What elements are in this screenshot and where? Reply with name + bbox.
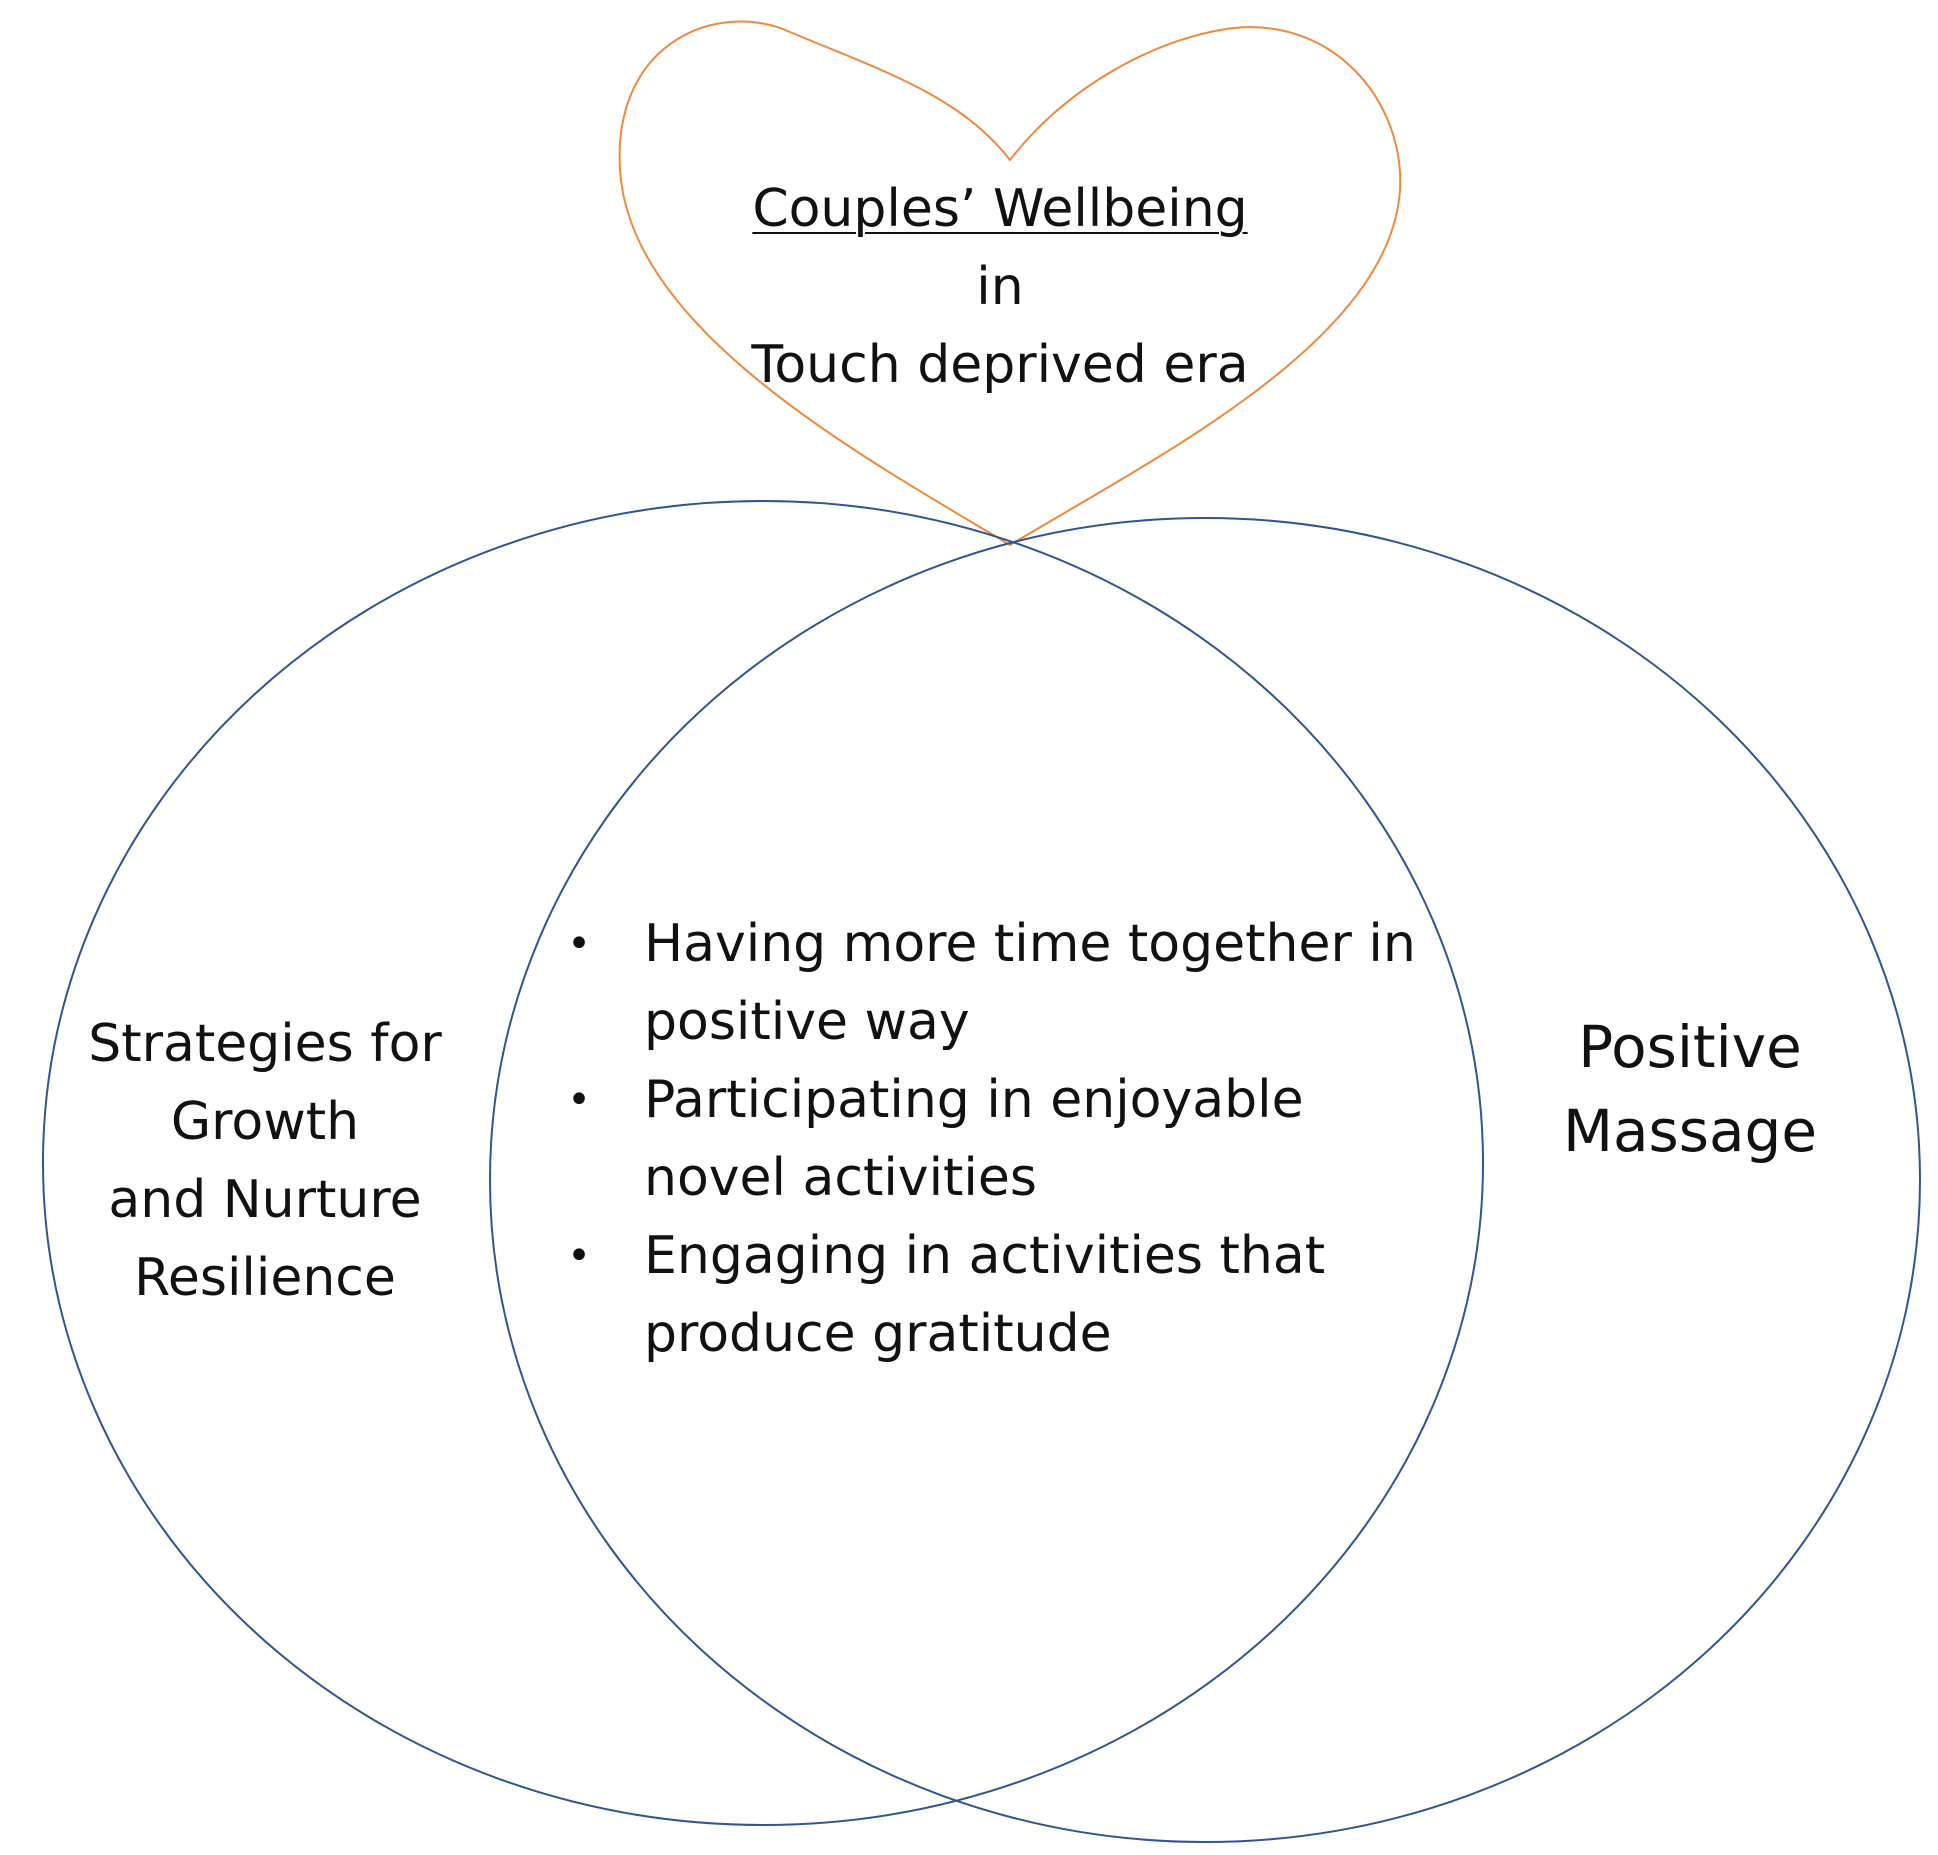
left-circle <box>42 500 1484 1826</box>
left-label-line-1: Strategies for <box>88 1014 442 1074</box>
left-label-line-3: and Nurture <box>108 1170 422 1230</box>
list-item-line-1: Having more time together in <box>644 914 1416 974</box>
list-item-line-2: novel activities <box>644 1148 1037 1208</box>
left-circle-label: Strategies for Growth and Nurture Resili… <box>60 1005 470 1317</box>
left-label-line-2: Growth <box>170 1092 360 1152</box>
list-item-line-2: produce gratitude <box>644 1304 1112 1364</box>
list-item: • Engaging in activities that produce gr… <box>560 1217 1440 1373</box>
right-label-line-1: Positive <box>1578 1013 1802 1081</box>
bullet-dot-icon: • <box>567 1233 591 1279</box>
list-item-line-2: positive way <box>644 992 970 1052</box>
heart-shape <box>618 20 1402 547</box>
bullet-dot-icon: • <box>567 1077 591 1123</box>
heart-line-2: in <box>976 257 1024 317</box>
heart-line-3: Touch deprived era <box>751 335 1249 395</box>
right-circle <box>489 517 1921 1843</box>
list-item-line-1: Engaging in activities that <box>644 1226 1326 1286</box>
right-circle-label: Positive Massage <box>1520 1005 1860 1173</box>
overlap-bullet-list: • Having more time together in positive … <box>560 905 1440 1373</box>
heart-label: Couples’ Wellbeing in Touch deprived era <box>700 170 1300 404</box>
heart-title: Couples’ Wellbeing <box>752 179 1248 239</box>
list-item: • Participating in enjoyable novel activ… <box>560 1061 1440 1217</box>
list-item-line-1: Participating in enjoyable <box>644 1070 1304 1130</box>
bullet-dot-icon: • <box>567 921 591 967</box>
right-label-line-2: Massage <box>1562 1097 1818 1165</box>
left-label-line-4: Resilience <box>134 1248 396 1308</box>
list-item: • Having more time together in positive … <box>560 905 1440 1061</box>
